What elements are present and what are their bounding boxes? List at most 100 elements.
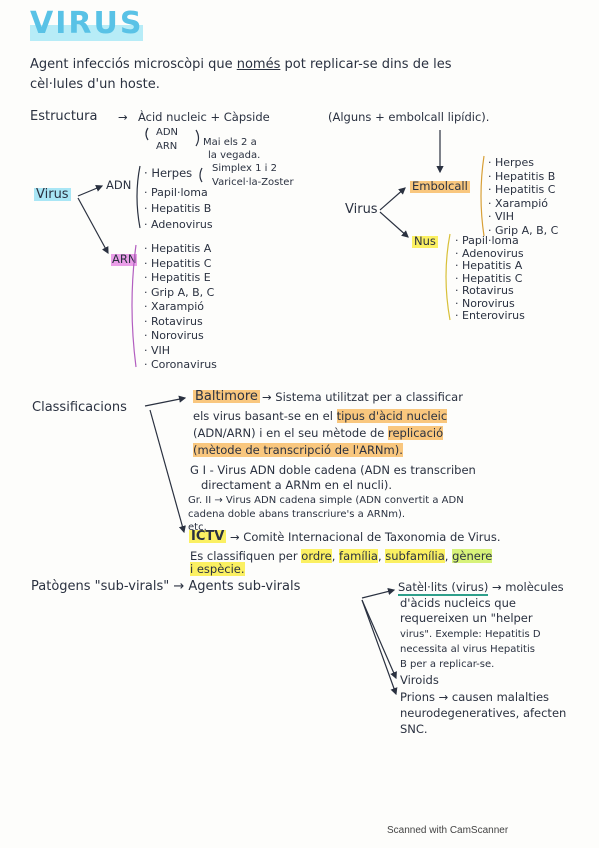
right-embolcall-branch: Embolcall xyxy=(410,179,470,193)
left-arn-item: · Hepatitis E xyxy=(144,271,211,284)
left-herpes-sub-2: Varicel·la-Zoster xyxy=(212,177,294,188)
taxon-ordre: ordre xyxy=(301,549,332,563)
right-virus-root: Virus xyxy=(345,202,378,217)
right-nus-item: · Rotavirus xyxy=(455,284,514,297)
left-virus-root: Virus xyxy=(34,187,71,202)
group-1-line-1: G I - Virus ADN doble cadena (ADN es tra… xyxy=(190,463,476,477)
left-arn-item: · Rotavirus xyxy=(144,314,203,328)
arn-bracket xyxy=(131,244,137,368)
left-adn-item: · Papil·loma xyxy=(144,186,208,199)
estructura-mai-1: Mai els 2 a xyxy=(203,137,257,148)
left-adn-item: · Hepatitis B xyxy=(144,202,212,215)
estructura-arn: ARN xyxy=(156,141,178,152)
baltimore-line-1: → Sistema utilitzat per a classificar xyxy=(262,390,463,404)
baltimore-line-2: els virus basant-se en el tipus d'àcid n… xyxy=(193,409,448,423)
satellits-line-3: requereixen un "helper xyxy=(400,611,533,625)
right-embolcall-item: · Herpes xyxy=(488,156,535,169)
viroids: Viroids xyxy=(400,673,439,687)
group-2-line-1: Gr. II → Virus ADN cadena simple (ADN co… xyxy=(188,495,464,506)
virus-to-adn-arrow xyxy=(77,184,104,197)
right-embolcall-item: · VIH xyxy=(488,210,515,223)
ictv-line-3: i espècie. xyxy=(190,562,245,576)
group-etc: etc. xyxy=(188,522,207,533)
group-1-line-2: directament a ARNm en el nucli). xyxy=(201,478,393,492)
left-arn-item: · Coronavirus xyxy=(144,358,217,371)
virus-to-arn-arrow xyxy=(77,197,109,255)
estructura-content: Àcid nucleic + Càpside xyxy=(138,110,270,124)
to-satellits-arrow xyxy=(361,587,396,599)
satellits-title: Satèl·lits (virus) xyxy=(398,580,489,596)
estructura-adn: ADN xyxy=(156,127,179,138)
baltimore-mrna-method: (mètode de transcripció de l'ARNm). xyxy=(193,443,403,457)
right-nus-item: · Hepatitis A xyxy=(455,259,523,272)
virus-to-embolcall-arrow xyxy=(379,187,406,211)
left-arn-item: · Grip A, B, C xyxy=(144,285,215,299)
taxon-familia: família xyxy=(339,549,378,563)
left-arn-item: · Norovirus xyxy=(144,329,204,342)
ictv-line-1: → Comitè Internacional de Taxonomia de V… xyxy=(230,530,501,544)
virus-to-nus-arrow xyxy=(379,211,409,238)
taxon-especie: i espècie. xyxy=(190,562,245,576)
patogens-label: Patògens "sub-virals" → Agents sub-viral… xyxy=(31,579,301,594)
ictv-label: ICTV xyxy=(189,529,227,544)
right-nus-item: · Adenovirus xyxy=(455,246,524,260)
nus-bracket xyxy=(445,233,451,321)
estructura-arrow: → xyxy=(118,110,128,124)
left-arn-item: · Xarampió xyxy=(144,300,205,313)
scanner-watermark: Scanned with CamScanner xyxy=(387,825,509,836)
right-embolcall-item: · Hepatitis B xyxy=(488,169,556,183)
baltimore-line-3: (ADN/ARN) i en el seu mètode de replicac… xyxy=(193,426,444,440)
embolcall-bracket xyxy=(480,155,485,237)
mai-bracket xyxy=(195,129,200,147)
intro-emphasis: només xyxy=(236,57,281,72)
ictv-line-2a: Es classifiquen per xyxy=(190,549,302,563)
estructura-note: (Alguns + embolcall lipídic). xyxy=(328,110,490,124)
right-nus-item: · Norovirus xyxy=(455,296,515,310)
herpes-bracket xyxy=(199,167,203,183)
adn-arn-bracket xyxy=(145,127,149,141)
left-herpes-sub-1: Simplex 1 i 2 xyxy=(212,163,277,174)
right-nus-item: · Hepatitis C xyxy=(455,271,523,285)
estructura-label: Estructura xyxy=(30,109,98,124)
left-arn-item: · Hepatitis C xyxy=(144,256,212,270)
left-adn-branch: ADN xyxy=(106,178,132,192)
to-viroids-arrow xyxy=(361,599,397,680)
intro-text-c: pot replicar-se dins de les xyxy=(280,57,452,72)
baltimore-line-2a: els virus basant-se en el xyxy=(193,409,337,423)
prions-line-3: SNC. xyxy=(400,722,428,736)
estructura-mai-2: la vegada. xyxy=(208,150,261,161)
adn-bracket xyxy=(136,165,141,229)
intro-line-1: Agent infecciós microscòpi que només pot… xyxy=(30,58,451,71)
satellits-line-2: d'àcids nucleics que xyxy=(400,596,516,610)
right-embolcall-item: · Grip A, B, C xyxy=(488,223,559,237)
right-embolcall-item: · Hepatitis C xyxy=(488,183,556,196)
baltimore-replication: replicació xyxy=(387,426,444,440)
satellits-line-1: Satèl·lits (virus) → molècules xyxy=(398,580,564,596)
satellits-line-5: necessita al virus Hepatitis xyxy=(400,644,535,655)
intro-line-2: cèl·lules d'un hoste. xyxy=(30,77,160,92)
prions-line-2: neurodegeneratives, afecten xyxy=(400,706,567,720)
left-adn-item: · Adenovirus xyxy=(144,218,213,231)
taxon-subfamilia: subfamília xyxy=(385,549,445,563)
right-embolcall-item: · Xarampió xyxy=(488,196,549,210)
left-herpes: · Herpes xyxy=(144,166,193,180)
satellits-line-6: B per a replicar-se. xyxy=(400,659,495,670)
left-arn-item: · VIH xyxy=(144,343,171,357)
group-2-line-2: cadena doble abans transcriure's a ARNm)… xyxy=(188,509,406,520)
right-nus-branch: Nus xyxy=(412,234,438,248)
right-nus-item: · Papil·loma xyxy=(455,234,519,247)
right-nus-item: · Enterovirus xyxy=(455,309,525,322)
baltimore-line-4: (mètode de transcripció de l'ARNm). xyxy=(193,443,403,457)
left-herpes-label: Herpes xyxy=(151,166,193,180)
prions-line-1: Prions → causen malalties xyxy=(400,690,550,704)
to-prions-arrow xyxy=(361,599,398,696)
to-baltimore-arrow xyxy=(144,395,187,407)
baltimore-line-3a: (ADN/ARN) i en el seu mètode de xyxy=(193,426,388,440)
taxon-genere: gènere xyxy=(452,549,493,563)
left-arn-item: · Hepatitis A xyxy=(144,242,212,255)
baltimore-nucleic-type: tipus d'àcid nucleic xyxy=(336,409,448,423)
classificacions-label: Classificacions xyxy=(32,400,127,415)
page-title: VIRUS xyxy=(30,6,144,41)
